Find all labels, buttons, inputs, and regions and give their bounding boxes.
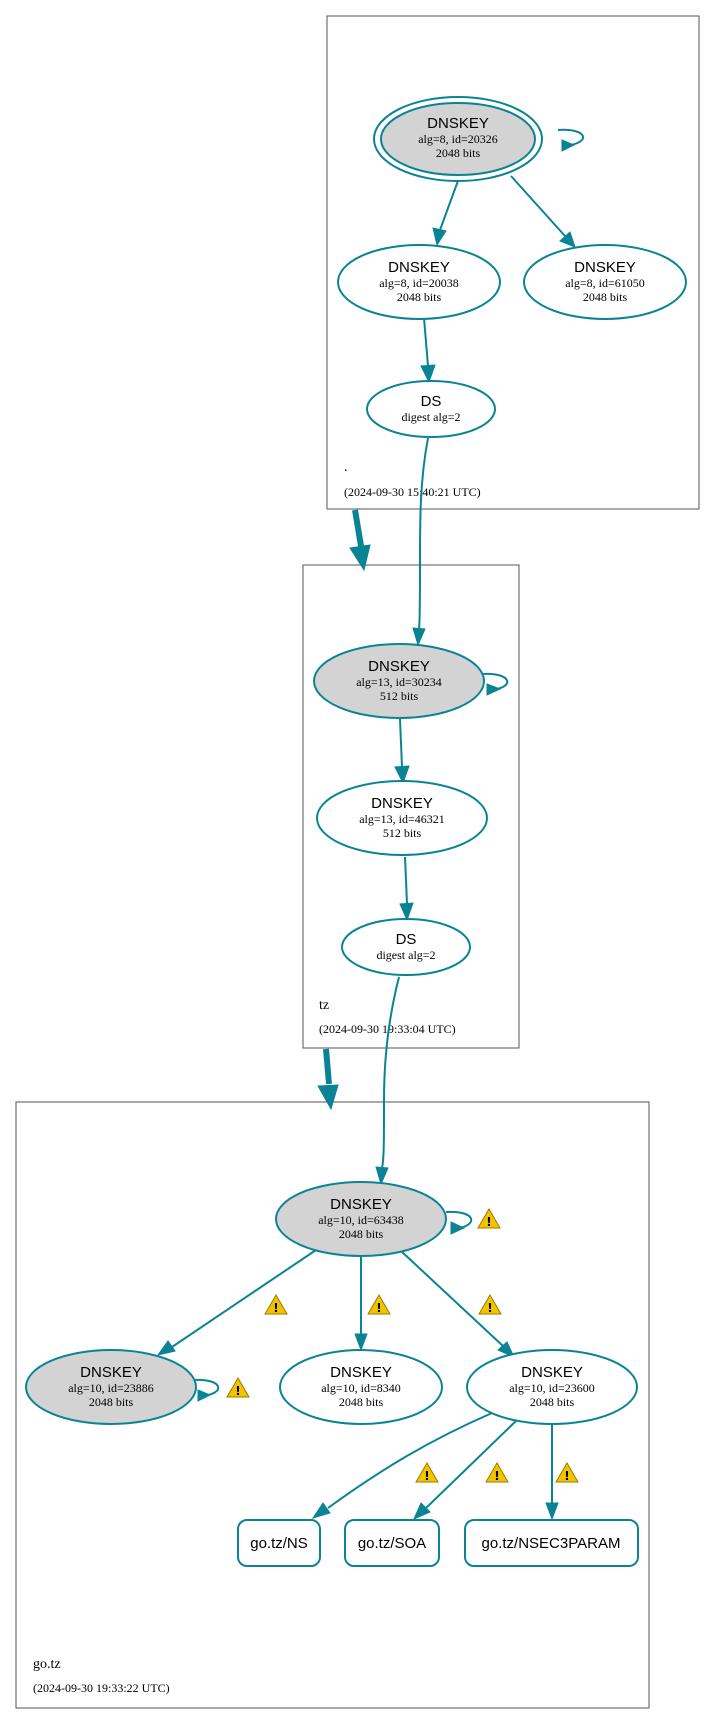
svg-text:!: ! [376,1301,381,1315]
svg-text:!: ! [486,1215,491,1229]
delegation-root-to-tz [349,509,371,572]
dnskey-node[interactable]: DNSKEY alg=8, id=61050 2048 bits [523,244,687,320]
warning-icon: ! [226,1377,250,1398]
node-detail: alg=8, id=61050 [565,276,645,290]
dnskey-node[interactable]: DNSKEY alg=10, id=23600 2048 bits [466,1349,638,1425]
rrset-soa[interactable]: go.tz/SOA [344,1519,440,1567]
node-detail: alg=10, id=63438 [318,1213,404,1227]
zone-tz-timestamp: (2024-09-30 19:33:04 UTC) [319,1022,456,1036]
dnskey-node[interactable]: DNSKEY alg=8, id=20326 2048 bits [373,96,543,182]
edge-gotz-23600-to-nsec3param [545,1425,559,1521]
dnskey-node[interactable]: DNSKEY alg=13, id=30234 512 bits [313,643,485,719]
zone-root-timestamp: (2024-09-30 15:40:21 UTC) [344,485,481,499]
zone-root-name: . [344,460,348,475]
svg-text:!: ! [487,1301,492,1315]
node-title: DNSKEY [368,658,430,675]
zone-gotz: go.tz (2024-09-30 19:33:22 UTC) [15,1101,650,1709]
node-title: DNSKEY [330,1196,392,1213]
dnskey-node[interactable]: DNSKEY alg=10, id=63438 2048 bits [275,1181,447,1257]
dnskey-node[interactable]: DNSKEY alg=8, id=20038 2048 bits [337,244,501,320]
zone-tz: tz (2024-09-30 19:33:04 UTC) [302,564,520,1049]
warning-icon: ! [555,1462,579,1483]
edge-tz-zsk-to-ds [399,856,414,922]
node-detail: digest alg=2 [376,948,435,962]
node-title: DS [396,931,417,948]
node-bits: 2048 bits [530,1395,575,1409]
node-title: DNSKEY [371,795,433,812]
node-bits: 2048 bits [339,1395,384,1409]
edge-gotz-ksk-to-23886 [156,1249,317,1356]
node-title: DNSKEY [427,115,489,132]
node-detail: alg=10, id=23600 [509,1381,595,1395]
node-bits: 2048 bits [397,290,442,304]
zone-root: . (2024-09-30 15:40:21 UTC) [326,15,700,510]
svg-text:!: ! [235,1384,240,1398]
warning-icon: ! [415,1462,439,1483]
svg-text:!: ! [564,1469,569,1483]
rrset-label: go.tz/NS [250,1535,308,1552]
svg-text:!: ! [494,1469,499,1483]
rrset-nsec3param[interactable]: go.tz/NSEC3PARAM [464,1519,639,1567]
edge-tz-ksk-to-zsk [394,718,410,785]
edge-root-ksk-to-zsk1 [432,177,460,247]
warning-icon: ! [264,1294,288,1315]
warning-icon: ! [478,1294,502,1315]
edge-root-ds-to-tz-ksk [412,437,429,647]
edge-gotz-ksk-self [445,1210,473,1235]
dnskey-node[interactable]: DNSKEY alg=10, id=8340 2048 bits [279,1349,443,1425]
edge-gotz-ksk-to-8340 [354,1256,368,1352]
delegation-tz-to-gotz [317,1048,339,1111]
warning-icon: ! [485,1462,509,1483]
svg-text:!: ! [273,1301,278,1315]
node-detail: alg=10, id=23886 [68,1381,154,1395]
edge-gotz-23886-self [192,1378,220,1402]
svg-text:!: ! [424,1469,429,1483]
edge-root-ksk-to-zsk2 [510,175,576,248]
edge-gotz-23600-to-ns [311,1412,493,1519]
zone-gotz-name: go.tz [33,1657,61,1672]
node-bits: 512 bits [383,826,422,840]
ds-node[interactable]: DS digest alg=2 [341,918,471,976]
rrset-ns[interactable]: go.tz/NS [237,1519,321,1567]
warning-icon: ! [367,1294,391,1315]
node-detail: alg=8, id=20038 [379,276,459,290]
edge-gotz-23600-to-soa [413,1419,518,1520]
rrset-label: go.tz/NSEC3PARAM [482,1535,621,1552]
edge-tz-ksk-self [481,672,509,696]
node-bits: 2048 bits [339,1227,384,1241]
node-bits: 512 bits [380,689,419,703]
node-title: DNSKEY [388,259,450,276]
zone-gotz-timestamp: (2024-09-30 19:33:22 UTC) [33,1681,170,1695]
node-title: DNSKEY [521,1364,583,1381]
node-bits: 2048 bits [89,1395,134,1409]
edge-gotz-ksk-to-23600 [400,1250,516,1358]
edge-root-zsk1-to-ds [420,317,436,384]
rrset-label: go.tz/SOA [358,1535,426,1552]
zone-tz-border [302,564,520,1049]
edge-root-ksk-self [557,128,585,152]
warning-icon: ! [477,1208,501,1229]
ds-node[interactable]: DS digest alg=2 [366,380,496,438]
node-detail: alg=13, id=30234 [356,675,442,689]
node-bits: 2048 bits [436,146,481,160]
zone-root-border [326,15,700,510]
zone-tz-name: tz [319,998,329,1013]
node-detail: digest alg=2 [401,410,460,424]
node-title: DS [421,393,442,410]
node-title: DNSKEY [330,1364,392,1381]
dnskey-node[interactable]: DNSKEY alg=13, id=46321 512 bits [316,780,488,856]
node-bits: 2048 bits [583,290,628,304]
node-detail: alg=13, id=46321 [359,812,445,826]
node-detail: alg=8, id=20326 [418,132,498,146]
node-detail: alg=10, id=8340 [321,1381,401,1395]
node-title: DNSKEY [574,259,636,276]
node-title: DNSKEY [80,1364,142,1381]
edge-tz-ds-to-gotz-ksk [375,976,400,1186]
dnskey-node[interactable]: DNSKEY alg=10, id=23886 2048 bits [25,1349,197,1425]
